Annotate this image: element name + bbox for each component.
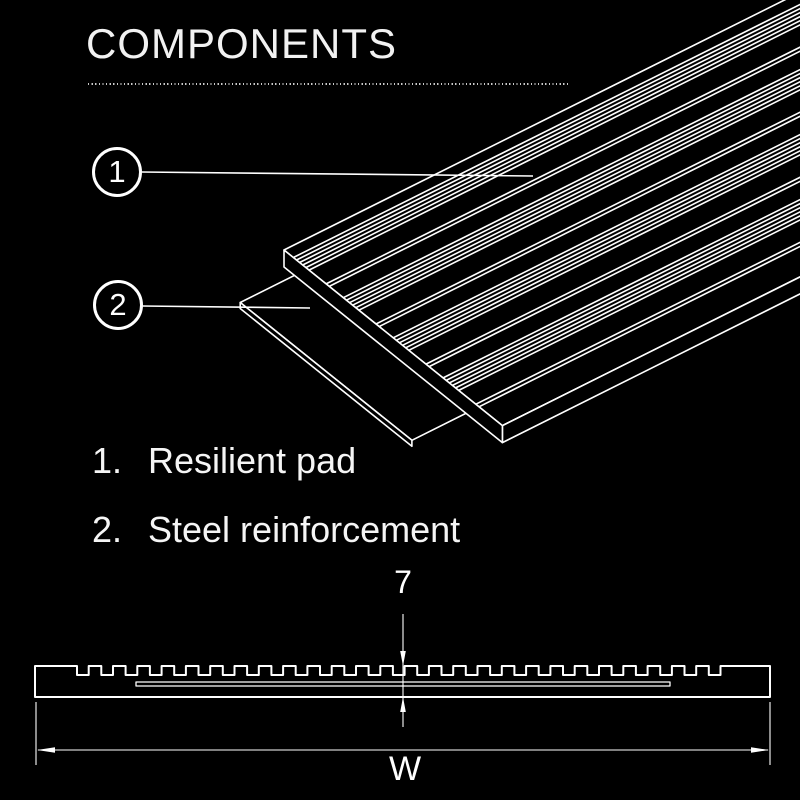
cross-section-view <box>34 614 771 765</box>
resilient-pad-drawing <box>283 0 800 444</box>
rib-line <box>302 15 800 266</box>
rib-line <box>442 198 800 379</box>
rib-line <box>402 145 800 347</box>
rib-line <box>328 50 800 288</box>
legend-item-number: 2. <box>92 509 123 550</box>
rib-line <box>458 219 800 392</box>
legend-item-number: 1. <box>92 440 123 481</box>
thickness-dim-label: 7 <box>394 564 412 600</box>
callout-1-number: 1 <box>108 154 126 189</box>
rib-line <box>399 141 800 344</box>
rib-line <box>408 154 800 352</box>
legend-item-label: Resilient pad <box>148 440 357 481</box>
rib-line <box>325 46 800 285</box>
width-arrow-right <box>751 747 769 753</box>
rib-line <box>449 206 800 384</box>
title-divider <box>88 83 570 85</box>
thickness-dimension <box>400 614 406 727</box>
pad-rib-lines <box>293 3 800 408</box>
leader-line-1 <box>140 171 534 177</box>
rib-line <box>428 180 800 368</box>
rib-line <box>375 111 800 325</box>
callout-2-number: 2 <box>109 287 127 322</box>
rib-line <box>349 76 800 304</box>
legend-item-steel-reinforcement: 2. Steel reinforcement <box>92 509 460 551</box>
rib-line <box>445 202 800 382</box>
isometric-view <box>140 0 800 448</box>
legend-item-label: Steel reinforcement <box>148 509 461 550</box>
width-dimension <box>35 702 771 765</box>
leader-line-2 <box>141 305 311 309</box>
rib-line <box>475 241 800 405</box>
rib-line <box>455 215 800 389</box>
rib-line <box>346 72 800 301</box>
thickness-arrow-up <box>400 697 406 712</box>
rib-line <box>478 245 800 408</box>
rib-line <box>358 88 800 311</box>
callout-marker-1: 1 <box>92 147 142 197</box>
rib-line <box>425 176 800 365</box>
rib-line <box>392 133 800 339</box>
rib-line <box>405 149 800 349</box>
thickness-arrow-down <box>400 651 406 666</box>
rib-line <box>342 68 800 299</box>
rib-line <box>395 137 800 342</box>
legend-item-resilient-pad: 1. Resilient pad <box>92 440 460 482</box>
width-dim-label: W <box>388 750 422 788</box>
rib-line <box>452 210 800 387</box>
rib-line <box>293 3 800 259</box>
rib-line <box>378 115 800 328</box>
callout-marker-2: 2 <box>93 280 143 330</box>
rib-line <box>296 7 800 261</box>
rib-line <box>355 84 800 309</box>
rib-line <box>308 23 800 271</box>
rib-line <box>305 19 800 269</box>
width-arrow-left <box>37 747 55 753</box>
legend: 1. Resilient pad 2. Steel reinforcement <box>92 440 460 578</box>
page-title: COMPONENTS <box>86 20 398 67</box>
callout-leader-lines <box>140 171 534 309</box>
rib-line <box>352 80 800 306</box>
rib-line <box>299 11 800 264</box>
